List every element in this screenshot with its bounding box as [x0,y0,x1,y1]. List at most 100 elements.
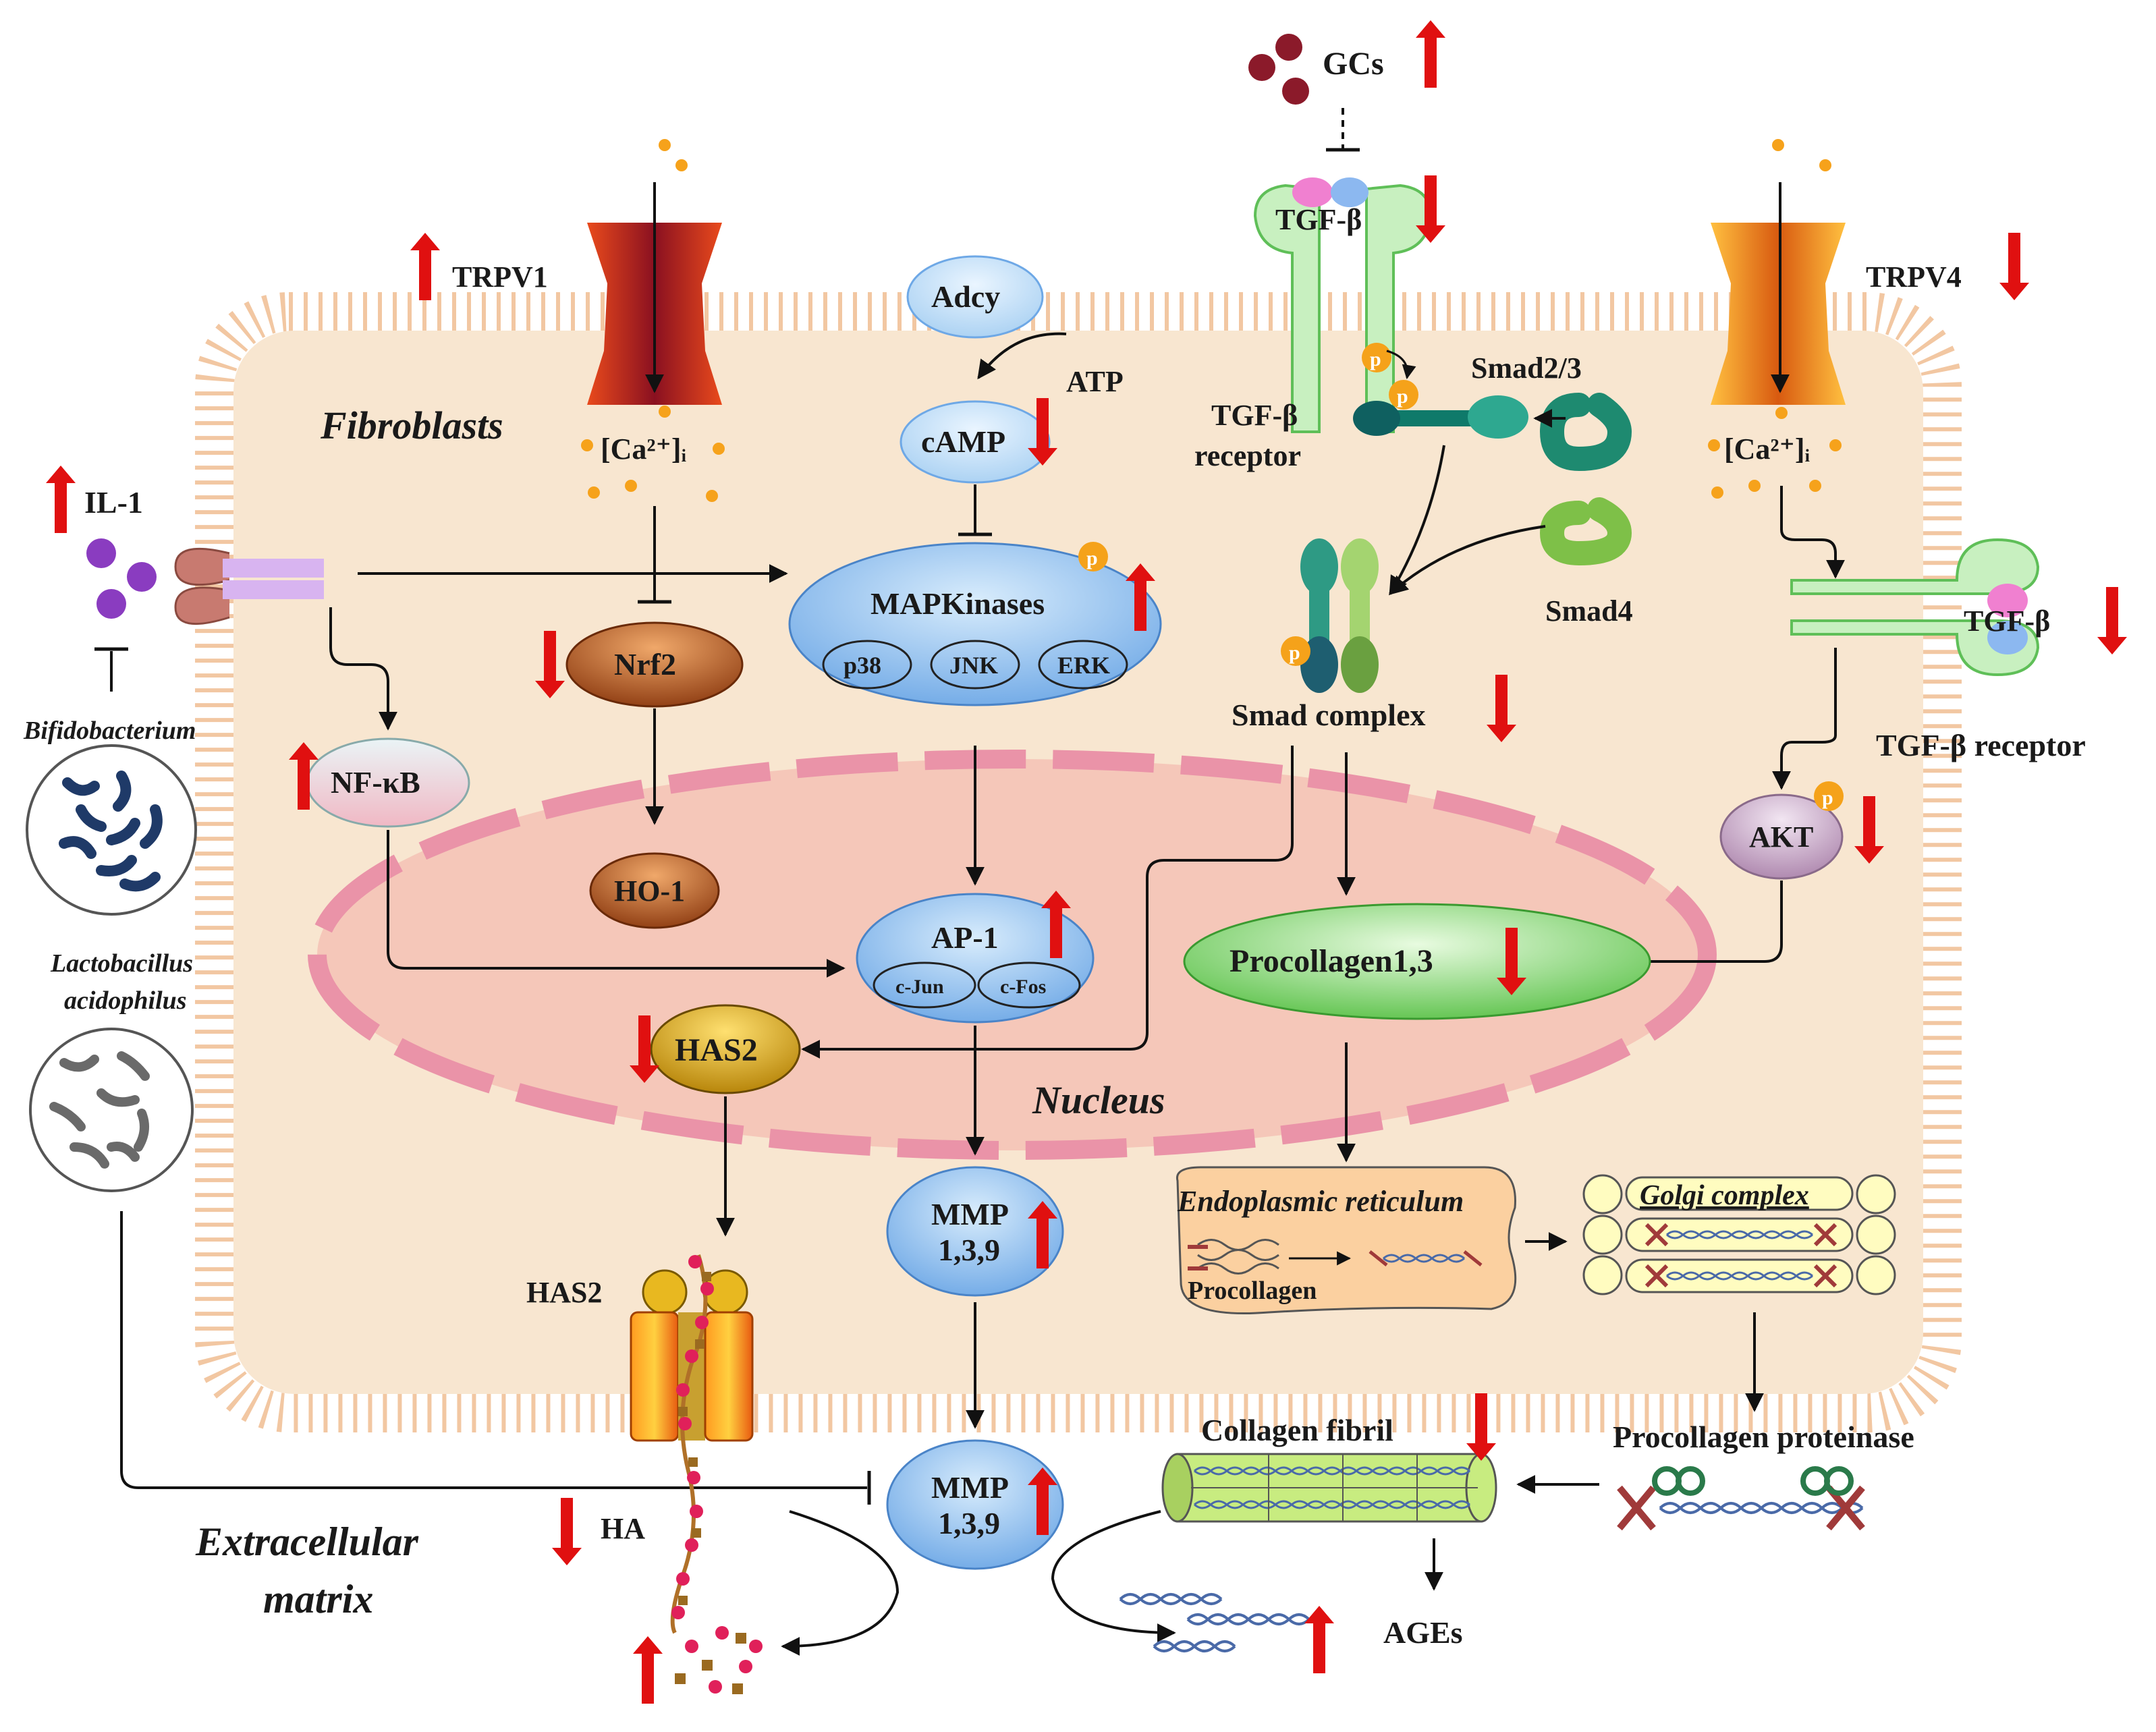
down-arrow-icon [1497,928,1526,995]
up-arrow-icon [289,742,319,810]
calcium-right-label: [Ca²⁺]ᵢ [1724,432,1810,466]
mmp-top-node [886,1166,1064,1297]
has2-nucleus-label: HAS2 [675,1032,758,1068]
procollagen13-node [1183,903,1651,1020]
nfkb-label: NF-κB [331,765,420,800]
svg-text:p: p [1822,787,1833,809]
up-arrow-icon [1416,20,1445,88]
up-arrow-icon [1041,891,1071,958]
il1-label: IL-1 [84,485,143,520]
up-arrow-icon [46,466,76,533]
bacteria-icon [29,1028,194,1192]
adcy-node [906,255,1044,339]
nucleus-label: Nucleus [1032,1078,1165,1122]
has2-nucleus-node [650,1004,801,1094]
nrf2-label: Nrf2 [614,647,676,681]
phosphate-badge-icon: p [1389,380,1418,410]
lacto-label-1: Lactobacillus [50,949,193,978]
tgfb-top-label: TGF-β [1275,203,1362,236]
svg-text:p: p [1397,385,1408,408]
svg-text:p: p [1370,348,1381,370]
mmp-bottom-label-1: MMP [931,1470,1009,1505]
ho1-label: HO-1 [614,874,685,907]
akt-label: AKT [1749,820,1813,854]
er-label: Endoplasmic reticulum [1177,1185,1464,1218]
mmp-top-label-1: MMP [931,1197,1009,1231]
procollagen-label: Procollagen [1188,1277,1317,1305]
mmp-bottom-node [886,1439,1064,1570]
tgfb-receptor-top-label-2: receptor [1194,439,1301,472]
p38-label: p38 [844,652,881,679]
il1-molecules [86,538,157,619]
tgfb-receptor-top-label-1: TGF-β [1211,399,1298,432]
golgi-label: Golgi complex [1640,1180,1809,1211]
camp-label: cAMP [921,424,1005,459]
regulation-arrows [46,20,2127,1704]
down-arrow-icon [630,1015,659,1083]
ho1-node [589,852,720,929]
calcium-left-label: [Ca²⁺]ᵢ [601,432,686,466]
ecm-label-line2: matrix [263,1577,373,1621]
smad23-label: Smad2/3 [1471,352,1582,385]
ecm-label-line1: Extracellular [195,1519,419,1564]
tgfb-receptor-right [1790,538,2040,677]
procollagen-proteinase-label: Procollagen proteinase [1613,1420,1914,1454]
gcs-molecules [1248,34,1309,105]
phosphate-badge-icon: p [1814,781,1844,811]
fibroblasts-label: Fibroblasts [320,403,503,447]
nuclear-envelope [308,750,1717,1160]
cfos-label: c-Fos [1000,976,1046,998]
adcy-label: Adcy [931,279,1000,314]
bacteria-icon [26,744,197,916]
down-arrow-icon [1487,675,1516,742]
mapk-label: MAPKinases [870,586,1045,621]
ha-chain [670,1254,714,1634]
svg-text:p: p [1086,547,1098,569]
golgi-organelle [1582,1174,1896,1295]
mmp-bottom-label-2: 1,3,9 [938,1506,1000,1540]
mapk-node [788,542,1162,706]
erk-label: ERK [1057,652,1110,679]
nrf2-node [565,621,744,708]
up-arrow-icon [1028,1201,1057,1268]
up-arrow-icon [410,233,440,300]
down-arrow-icon [1416,175,1445,243]
down-arrow-icon [535,631,565,698]
jnk-label: JNK [949,652,998,679]
camp-node [900,400,1051,484]
down-arrow-icon [552,1498,582,1565]
svg-text:p: p [1289,642,1300,664]
up-arrow-icon [633,1636,663,1704]
smad-complex-label: Smad complex [1232,698,1426,732]
il1-receptor [174,547,324,625]
down-arrow-icon [1999,233,2029,300]
gcs-label: GCs [1323,46,1384,82]
trpv1-label: TRPV1 [452,260,548,294]
cjun-label: c-Jun [895,976,944,998]
has2-membrane-protein [630,1269,754,1442]
trpv4-label: TRPV4 [1866,260,1962,294]
down-arrow-icon [1854,796,1884,864]
tgfb-receptor-right-label: TGF-β receptor [1876,728,2086,762]
ap1-node [856,893,1095,1024]
down-arrow-icon [1028,398,1057,466]
trpv4-channel-icon [1711,223,1846,405]
bifido-label: Bifidobacterium [23,717,196,745]
up-arrow-icon [1304,1606,1334,1673]
smad23-protein [1353,395,1528,439]
smad4-protein [1539,497,1632,566]
mmp-top-label-2: 1,3,9 [938,1233,1000,1267]
ap1-label: AP-1 [931,920,999,955]
ha-label: HA [601,1512,645,1545]
collagen-fibril-label: Collagen fibril [1201,1413,1393,1447]
ha-fragments [675,1626,763,1694]
scissors-icon [1617,1466,1865,1531]
up-arrow-icon [1126,563,1155,631]
atp-label: ATP [1066,365,1124,398]
phosphate-badge-icon: p [1362,343,1391,372]
down-arrow-icon [1466,1393,1496,1461]
up-arrow-icon [1028,1468,1057,1535]
cell-membrane [195,292,1962,1432]
